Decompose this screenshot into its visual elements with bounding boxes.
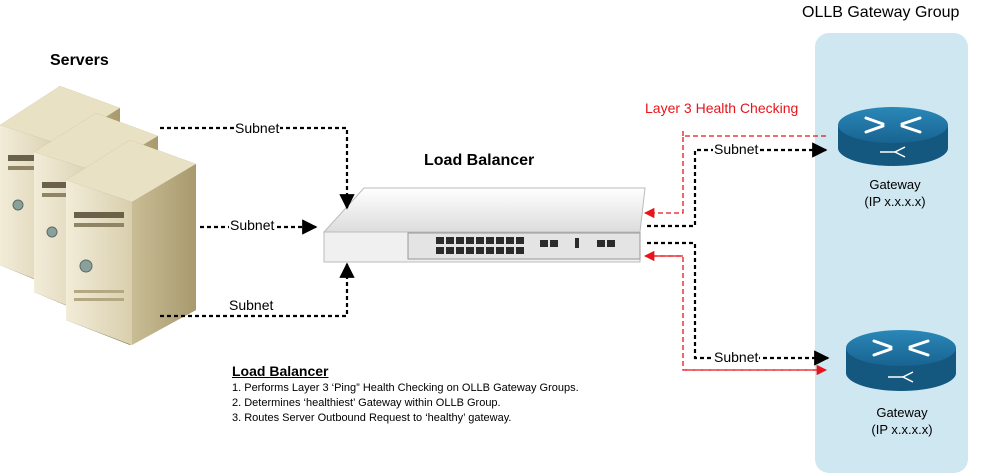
server-icon — [0, 86, 196, 345]
subnet-label: Subnet — [228, 297, 275, 313]
gateway-name: Gateway — [869, 177, 921, 192]
gateway-group-title: OLLB Gateway Group — [802, 4, 960, 21]
gateway-group-panel — [815, 33, 968, 473]
gateway-label: Gateway (IP x.x.x.x) — [840, 176, 950, 210]
subnet-label: Subnet — [713, 141, 760, 157]
subnet-label: Subnet — [229, 217, 276, 233]
load-balancer-title: Load Balancer — [424, 152, 535, 169]
router-icon — [846, 330, 956, 391]
notes-item: 2. Determines ‘healthiest’ Gateway withi… — [232, 397, 501, 409]
health-check-links — [643, 130, 828, 376]
load-balancer-notes: Load Balancer 1. Performs Layer 3 ‘Ping”… — [232, 364, 579, 426]
gateway-ip: (IP x.x.x.x) — [864, 194, 926, 209]
notes-title: Load Balancer — [232, 363, 329, 379]
gateway-links — [647, 142, 830, 366]
notes-item: 3. Routes Server Outbound Request to ‘he… — [232, 412, 512, 424]
subnet-label: Subnet — [234, 120, 281, 136]
router-icon — [838, 107, 948, 166]
gateway-label: Gateway (IP x.x.x.x) — [847, 404, 957, 438]
gateway-name: Gateway — [876, 405, 928, 420]
subnet-label: Subnet — [713, 349, 760, 365]
gateway-ip: (IP x.x.x.x) — [871, 422, 933, 437]
load-balancer-icon — [322, 187, 646, 263]
health-check-label: Layer 3 Health Checking — [645, 100, 799, 116]
notes-item: 1. Performs Layer 3 ‘Ping” Health Checki… — [232, 382, 579, 394]
servers-title: Servers — [50, 52, 109, 69]
